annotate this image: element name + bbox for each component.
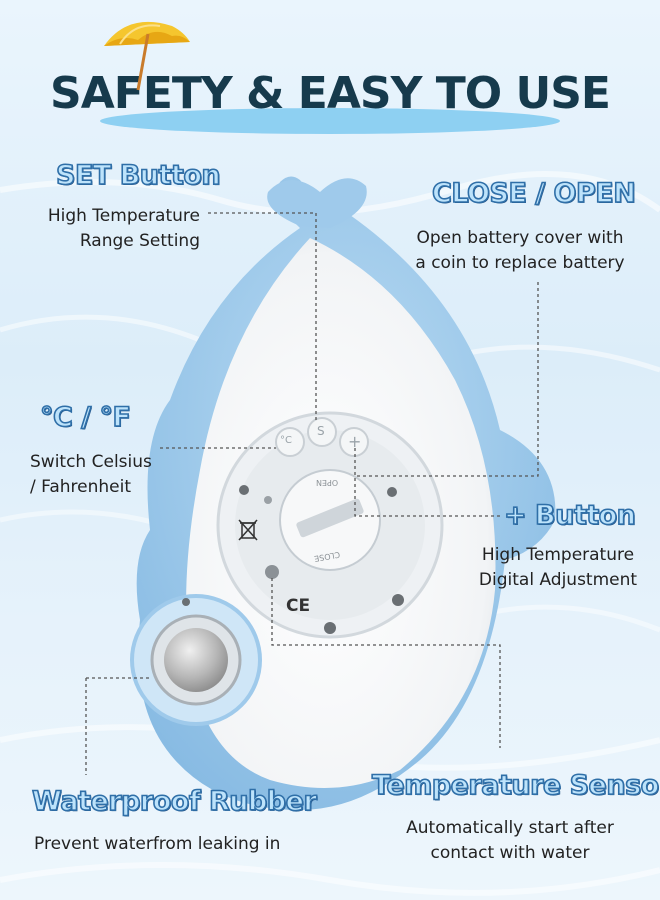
sensor-heading: Temperature Sensor <box>371 769 660 802</box>
close-open-heading: CLOSE / OPEN <box>431 177 636 210</box>
celsius-button-mark: °C <box>280 435 292 446</box>
plus-button-heading: + Button <box>503 499 637 532</box>
waterproof-heading: Waterproof Rubber <box>31 785 317 818</box>
close-open-desc: Open battery cover with a coin to replac… <box>415 228 625 273</box>
waterproof-desc: Prevent waterfrom leaking in <box>34 834 281 854</box>
celsius-heading: °C / °F <box>39 401 132 434</box>
cover-open-mark: OPEN <box>316 478 339 487</box>
sensor-desc: Automatically start after contact with w… <box>406 818 614 863</box>
plus-button-desc: High Temperature Digital Adjustment <box>478 545 638 590</box>
title-plate <box>100 108 560 134</box>
page-title: SAFETY & EASY TO USE <box>50 68 611 119</box>
waste-bin-icon <box>238 519 258 541</box>
celsius-desc: Switch Celsius / Fahrenheit <box>30 452 152 497</box>
plus-button-mark: + <box>348 432 362 451</box>
set-button-mark: S <box>317 424 325 438</box>
ce-mark-icon: CE <box>286 596 311 616</box>
set-button-heading: SET Button <box>55 159 221 192</box>
umbrella-icon <box>104 21 190 91</box>
set-button-desc: High Temperature Range Setting <box>47 206 200 251</box>
